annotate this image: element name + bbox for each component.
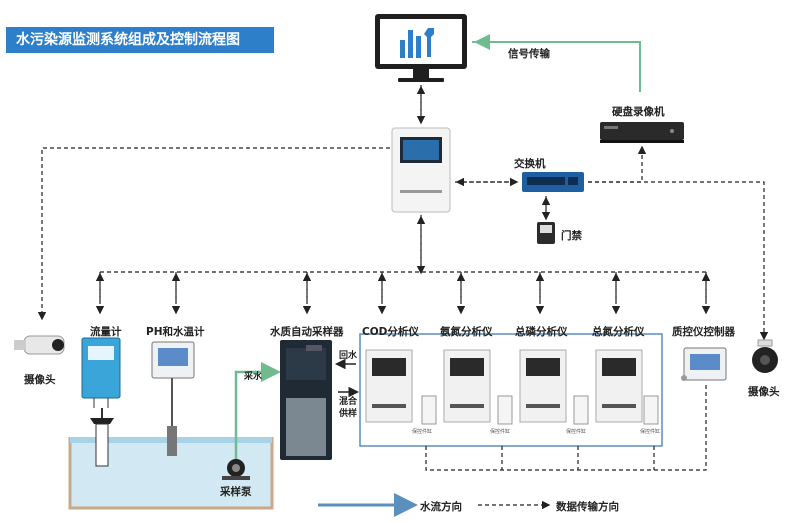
ph-label: PH和水温计 (146, 326, 205, 338)
sampler-label: 水质自动采样器 (270, 326, 344, 338)
water-intake-line (234, 362, 281, 468)
dvr-label: 硬盘录像机 (612, 106, 665, 118)
monitor-icon (375, 14, 467, 82)
camera-right-label: 摄像头 (748, 386, 780, 398)
data-logger-icon (391, 127, 451, 213)
camera-left-icon (14, 335, 65, 355)
sampling-pump-icon (222, 459, 250, 480)
pump-label: 采样泵 (220, 486, 252, 498)
water-in-label: 采水 (244, 372, 263, 382)
analyzer-tag-cod: 保控件缸 (412, 429, 433, 435)
network-switch-icon (522, 172, 584, 192)
legend-data-label: 数据传输方向 (556, 501, 619, 513)
camera-right-icon (752, 339, 778, 373)
auto-sampler-icon (280, 340, 332, 460)
data-links-bottom (425, 384, 707, 471)
legend-water-label: 水流方向 (420, 501, 462, 513)
analyzer-tag-nitrogen: 保控件缸 (640, 429, 661, 435)
camera-left-label: 摄像头 (24, 374, 56, 386)
analyzer-ammonia-icon (443, 349, 513, 425)
analyzer-tag-ammonia: 保控件缸 (490, 429, 511, 435)
cod-label: COD分析仪 (362, 326, 419, 338)
dvr-device-icon (600, 122, 684, 143)
water-return-label: 回水 (339, 351, 358, 361)
qc-label: 质控仪控制器 (672, 326, 735, 338)
nitrogen-label: 总氮分析仪 (592, 326, 645, 338)
qc-controller-icon (681, 347, 727, 381)
flowmeter-label: 流量计 (90, 326, 122, 338)
analyzer-tag-phosphorus: 保控件缸 (566, 429, 587, 435)
flowmeter-icon (81, 337, 121, 467)
analyzer-cod-icon (365, 349, 437, 425)
signal-label: 信号传输 (508, 48, 550, 60)
analyzer-phosphorus-icon (519, 349, 589, 425)
ph-meter-icon (151, 341, 195, 456)
analyzer-frame (359, 333, 663, 447)
feed-label: 供样 (339, 409, 358, 419)
phosphorus-label: 总磷分析仪 (515, 326, 568, 338)
switch-label: 交换机 (514, 158, 546, 170)
page-title: 水污染源监测系统组成及控制流程图 (6, 27, 274, 53)
analyzer-nitrogen-icon (595, 349, 659, 425)
ammonia-label: 氨氮分析仪 (440, 326, 493, 338)
signal-line (472, 41, 641, 92)
access-label: 门禁 (561, 230, 582, 242)
data-links-top (37, 85, 769, 341)
mix-label: 混合 (339, 397, 358, 407)
access-control-icon (537, 222, 555, 244)
